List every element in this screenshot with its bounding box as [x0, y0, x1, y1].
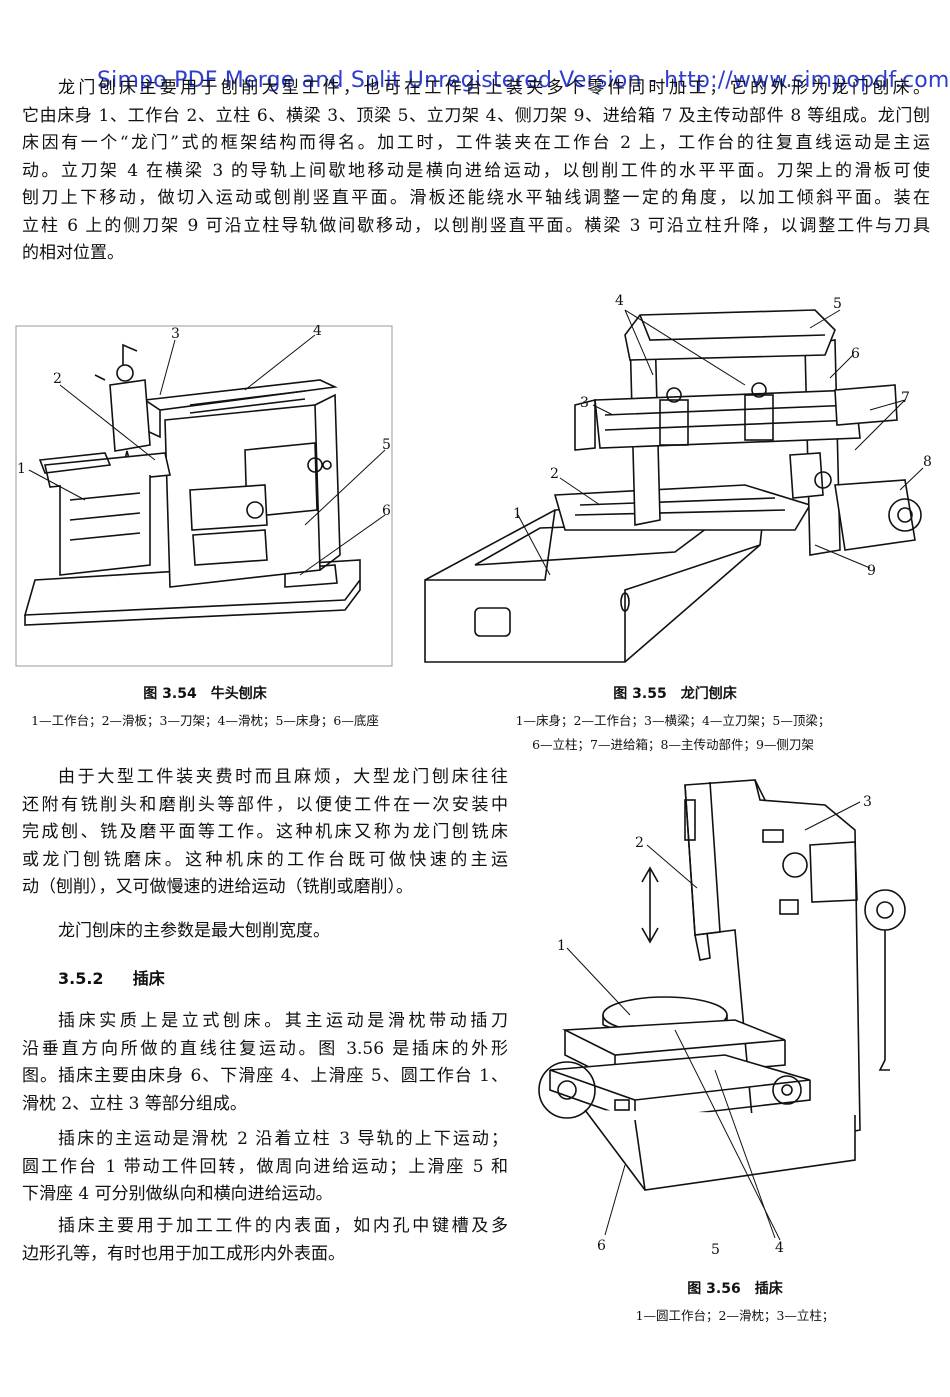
- text-line: 或龙门刨铣磨床。这种机床的工作台既可做快速的主运: [22, 849, 508, 870]
- callout-label: 1: [513, 506, 522, 522]
- callout-label: 6: [382, 503, 391, 519]
- callout-label: 3: [863, 794, 872, 810]
- text-line: 的相对位置。: [22, 243, 124, 263]
- callout-label: 4: [615, 293, 624, 309]
- text-line: 边形孔等，有时也用于加工成形内外表面。: [22, 1243, 345, 1264]
- paragraph-slotter-motion: 插床的主运动是滑枕 2 沿着立柱 3 导轨的上下运动； 圆工作台 1 带动工件回…: [22, 1126, 508, 1209]
- text-line: 龙门刨床主要用于刨削大型工件，也可在工作台上装夹多个零件同时加工，它的外形为龙门…: [58, 78, 930, 98]
- intro-paragraph: 龙门刨床主要用于刨削大型工件，也可在工作台上装夹多个零件同时加工，它的外形为龙门…: [22, 75, 930, 268]
- paragraph-main-parameter: 龙门刨床的主参数是最大刨削宽度。: [58, 918, 508, 946]
- callout-label: 3: [580, 395, 589, 411]
- callout-label: 5: [711, 1242, 720, 1258]
- callout-label: 5: [382, 437, 391, 453]
- callout-label: 5: [833, 296, 842, 312]
- paragraph-slotter-usage: 插床主要用于加工工件的内表面，如内孔中键槽及多 边形孔等，有时也用于加工成形内外…: [22, 1213, 508, 1268]
- callout-label: 2: [550, 466, 559, 482]
- figure-355-planer-illustration: 1 2 3 4 5 6 7 8 9: [424, 293, 932, 663]
- text-line: 龙门刨床的主参数是最大刨削宽度。: [58, 921, 330, 941]
- callout-label: 4: [775, 1240, 784, 1256]
- text-line: 它由床身 1、工作台 2、立柱 6、横梁 3、顶梁 5、立刀架 4、侧刀架 9、…: [22, 105, 930, 126]
- text-line: 由于大型工件装夹费时而且麻烦，大型龙门刨床往往: [58, 767, 508, 787]
- section-number: 3.5.2: [58, 969, 104, 988]
- text-line: 沿垂直方向所做的直线往复运动。图 3.56 是插床的外形: [22, 1038, 508, 1059]
- callout-label: 6: [851, 346, 860, 362]
- figure-355-legend-line-1: 1—床身；2—工作台；3—横梁；4—立刀架；5—顶梁；: [515, 713, 831, 728]
- callout-label: 9: [867, 563, 876, 579]
- text-line: 立柱 6 上的侧刀架 9 可沿立柱导轨做间歇移动，以刨削竖直平面。横梁 3 可沿…: [22, 215, 930, 236]
- text-line: 插床的主运动是滑枕 2 沿着立柱 3 导轨的上下运动；: [58, 1129, 508, 1149]
- figure-356-slotter-illustration: 1 2 3 4 5 6: [538, 779, 906, 1258]
- callout-label: 3: [171, 326, 180, 342]
- figure-354-legend: 1—工作台；2—滑板；3—刀架；4—滑枕；5—床身；6—底座: [31, 713, 379, 728]
- section-heading: 3.5.2 插床: [58, 965, 165, 989]
- paragraph-slotter-intro: 插床实质上是立式刨床。其主运动是滑枕带动插刀 沿垂直方向所做的直线往复运动。图 …: [22, 1008, 508, 1118]
- text-line: 下滑座 4 可分别做纵向和横向进给运动。: [22, 1184, 333, 1204]
- figure-356-title: 图 3.56 插床: [687, 1281, 783, 1297]
- text-line: 动（刨削），又可做慢速的进给运动（铣削或磨削）。: [22, 877, 413, 897]
- text-line: 圆工作台 1 带动工件回转，做周向进给运动；上滑座 5 和: [22, 1156, 508, 1177]
- watermark-text: Simpo PDF Merge and Split Unregistered V…: [97, 68, 950, 93]
- text-line: 插床实质上是立式刨床。其主运动是滑枕带动插刀: [58, 1011, 508, 1031]
- text-line: 插床主要用于加工工件的内表面，如内孔中键槽及多: [58, 1216, 508, 1236]
- callout-label: 8: [923, 454, 932, 470]
- figure-356-legend: 1—圆工作台；2—滑枕；3—立柱；: [635, 1308, 835, 1323]
- figure-354-title: 图 3.54 牛头刨床: [143, 686, 267, 702]
- figure-355-title: 图 3.55 龙门刨床: [613, 686, 737, 702]
- text-line: 还附有铣削头和磨削头等部件，以便使工件在一次安装中: [22, 794, 508, 815]
- callout-label: 2: [53, 371, 62, 387]
- text-line: 完成刨、铣及磨平面等工作。这种机床又称为龙门刨铣床: [22, 822, 508, 842]
- paragraph-gantry-milling: 由于大型工件装夹费时而且麻烦，大型龙门刨床往往 还附有铣削头和磨削头等部件，以便…: [22, 764, 508, 902]
- callout-label: 1: [557, 938, 566, 954]
- section-title: 插床: [132, 969, 165, 988]
- callout-label: 4: [313, 325, 322, 339]
- text-line: 图。插床主要由床身 6、下滑座 4、上滑座 5、圆工作台 1、: [22, 1066, 508, 1086]
- callout-label: 7: [901, 390, 910, 406]
- text-line: 滑枕 2、立柱 3 等部分组成。: [22, 1093, 247, 1114]
- callout-label: 2: [635, 835, 644, 851]
- figure-354-shaper-illustration: 1 2 3 4 5 6: [15, 325, 393, 667]
- figure-355-legend-line-2: 6—立柱；7—进给箱；8—主传动部件；9—侧刀架: [532, 737, 814, 752]
- text-line: 动。立刀架 4 在横梁 3 的导轨上间歇地移动是横向进给运动，以刨削工件的水平平…: [22, 160, 930, 181]
- callout-label: 1: [17, 461, 26, 477]
- callout-label: 6: [597, 1238, 606, 1254]
- text-line: 床因有一个“龙门”式的框架结构而得名。加工时，工件装夹在工作台 2 上，工作台的…: [22, 133, 930, 153]
- text-line: 刨刀上下移动，做切入运动或刨削竖直平面。滑板还能绕水平轴线调整一定的角度，以加工…: [22, 188, 930, 208]
